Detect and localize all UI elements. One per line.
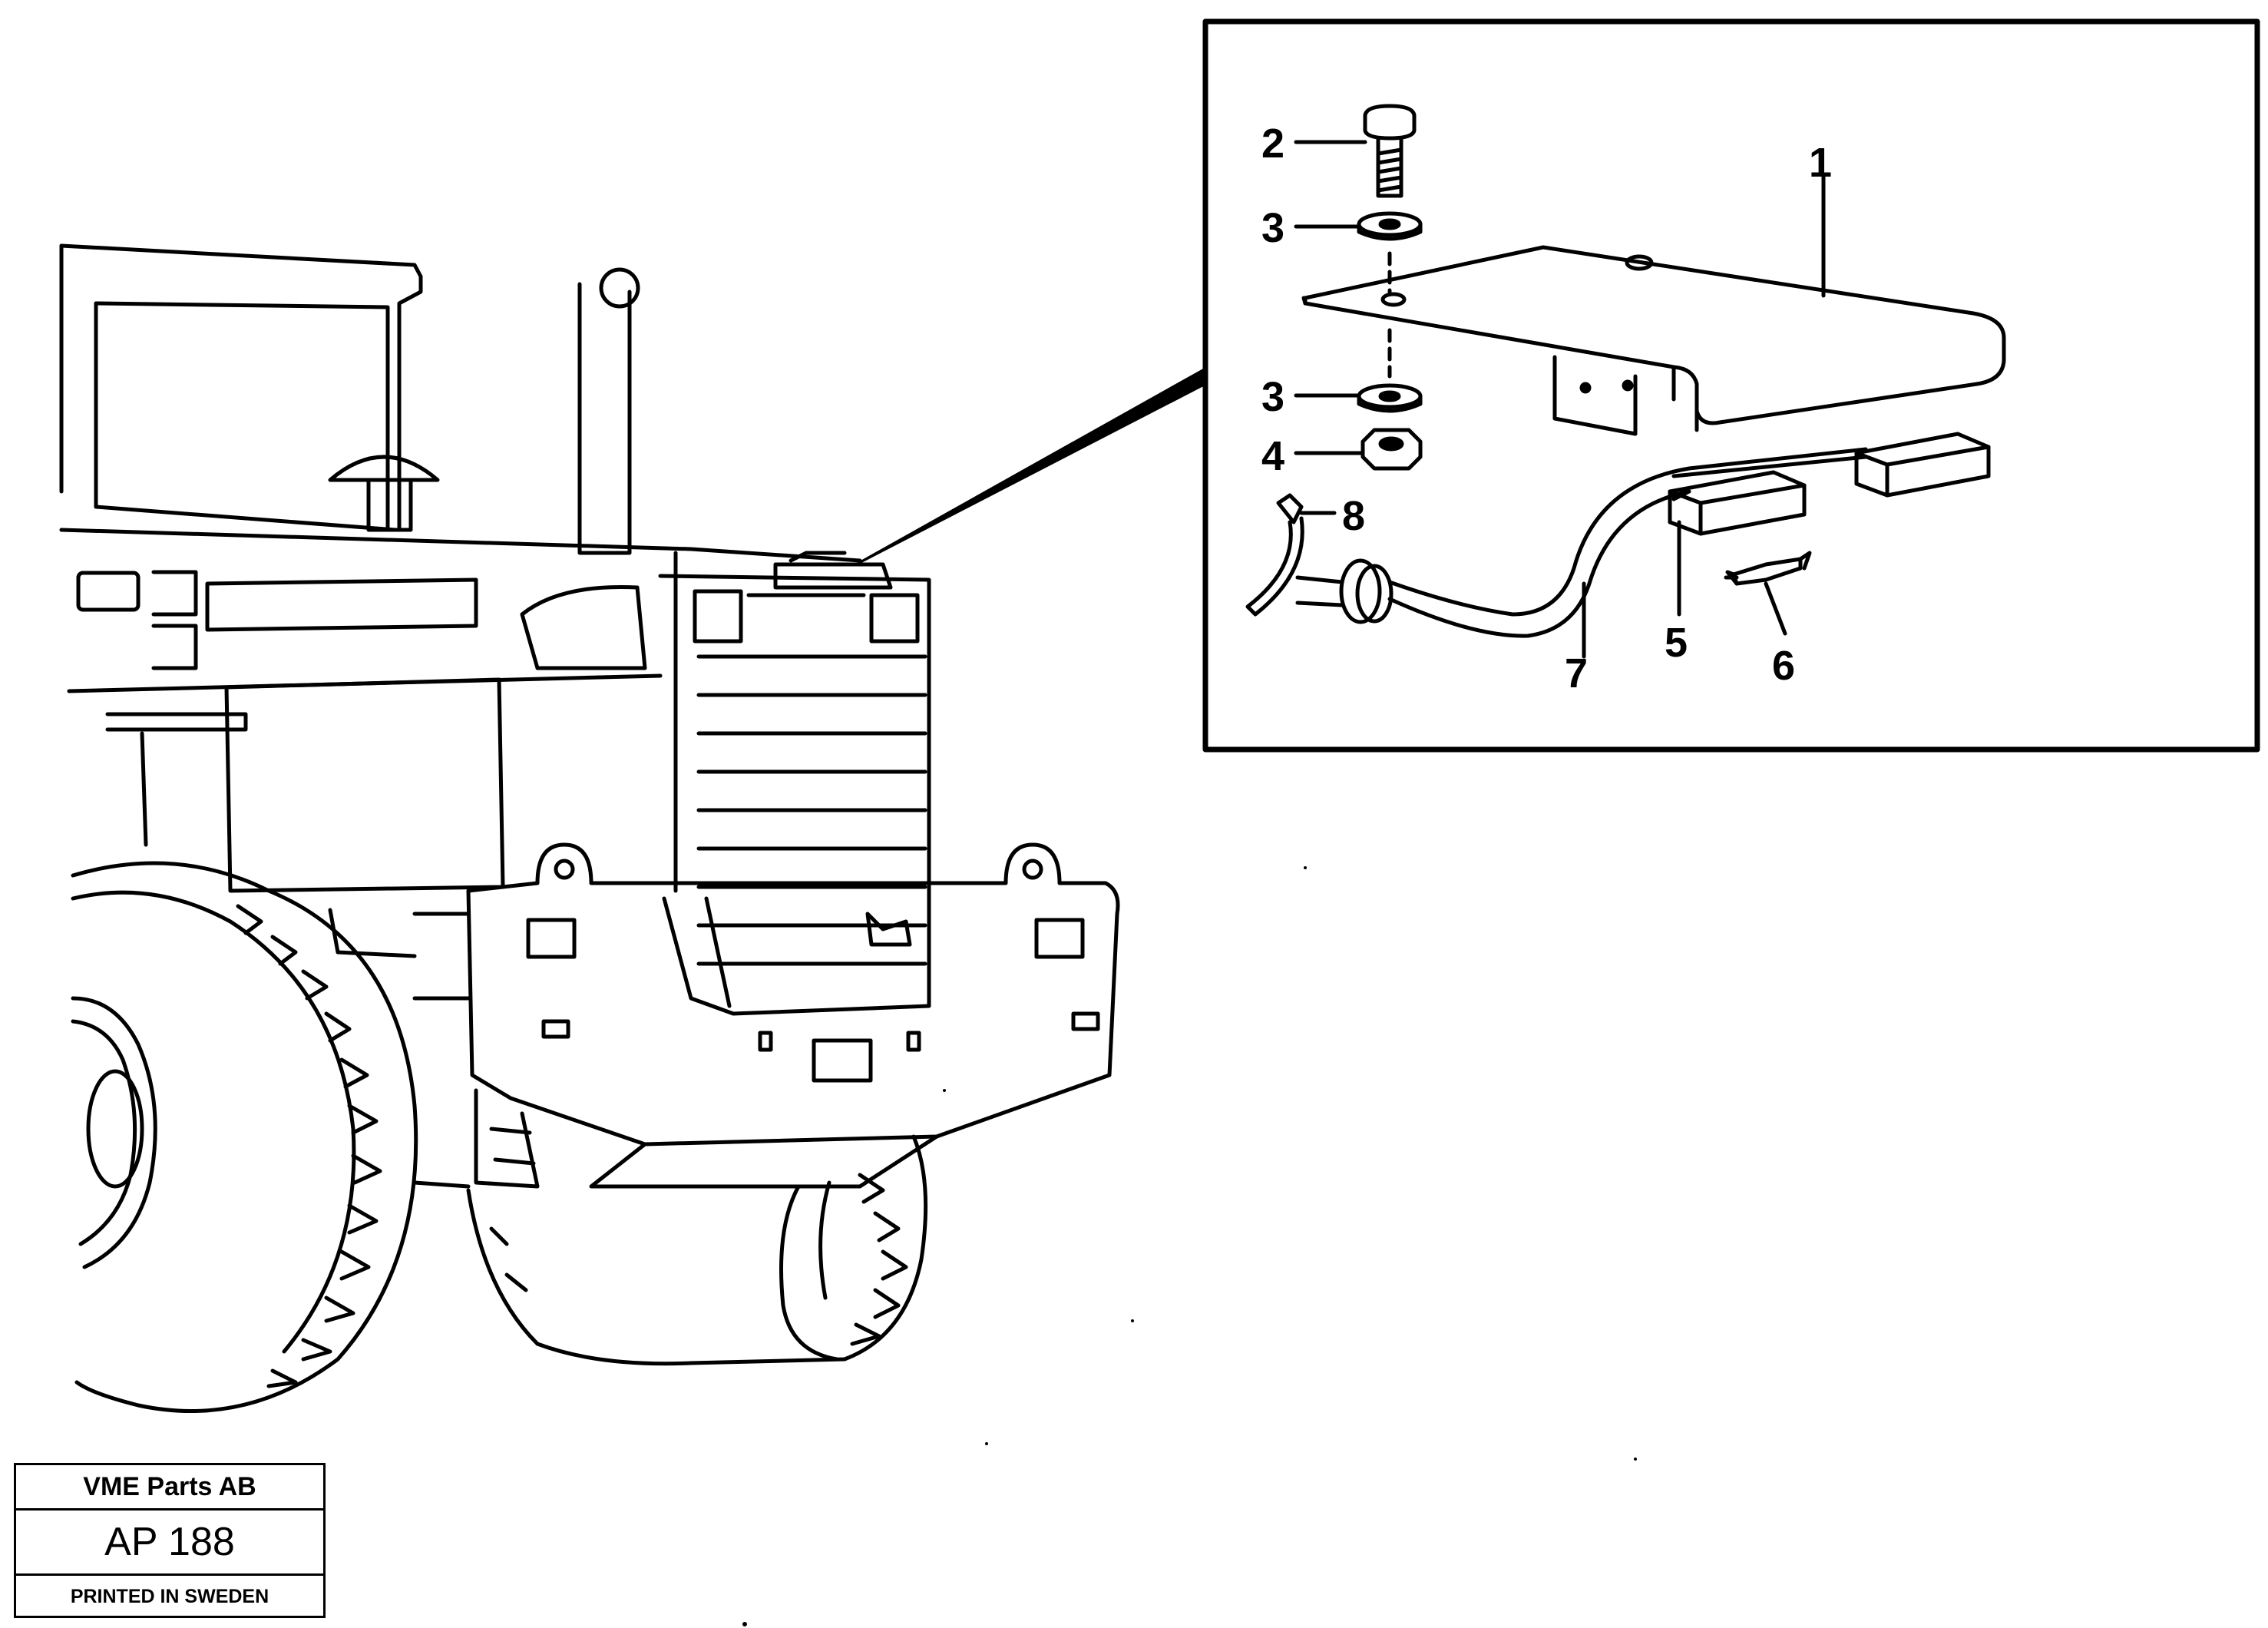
- callout-3-top: 3: [1261, 205, 1284, 251]
- callout-1: 1: [1809, 140, 1832, 186]
- detail-leader: [855, 367, 1207, 566]
- callout-2: 2: [1261, 121, 1284, 167]
- lamp-holder-part: [1668, 470, 1807, 536]
- cable-harness-part: [1387, 447, 1868, 638]
- washer-part-bottom: [1357, 383, 1423, 413]
- washer-part-top: [1357, 211, 1423, 241]
- stamp-code: AP 188: [16, 1511, 323, 1576]
- lamp-holder-part-2: [1854, 432, 1991, 498]
- nut-part: [1360, 428, 1423, 471]
- bulb-part: [1724, 551, 1812, 586]
- title-stamp: VME Parts AB AP 188 PRINTED IN SWEDEN: [14, 1463, 326, 1618]
- stamp-company: VME Parts AB: [16, 1465, 323, 1511]
- stamp-printed: PRINTED IN SWEDEN: [70, 1586, 269, 1607]
- callout-8: 8: [1342, 493, 1365, 539]
- plate-bracket: [1301, 245, 2006, 436]
- wheel-loader-drawing: [59, 243, 1120, 1413]
- callout-3-bottom: 3: [1261, 374, 1284, 420]
- callout-6: 6: [1772, 643, 1795, 689]
- bolt-part: [1363, 104, 1417, 198]
- callout-5: 5: [1665, 620, 1688, 666]
- callout-7: 7: [1565, 650, 1588, 697]
- cable-tie-part: [1245, 493, 1304, 617]
- grommet-part: [1295, 558, 1394, 624]
- detail-inset-frame: [1202, 18, 2260, 753]
- callout-4: 4: [1261, 433, 1284, 479]
